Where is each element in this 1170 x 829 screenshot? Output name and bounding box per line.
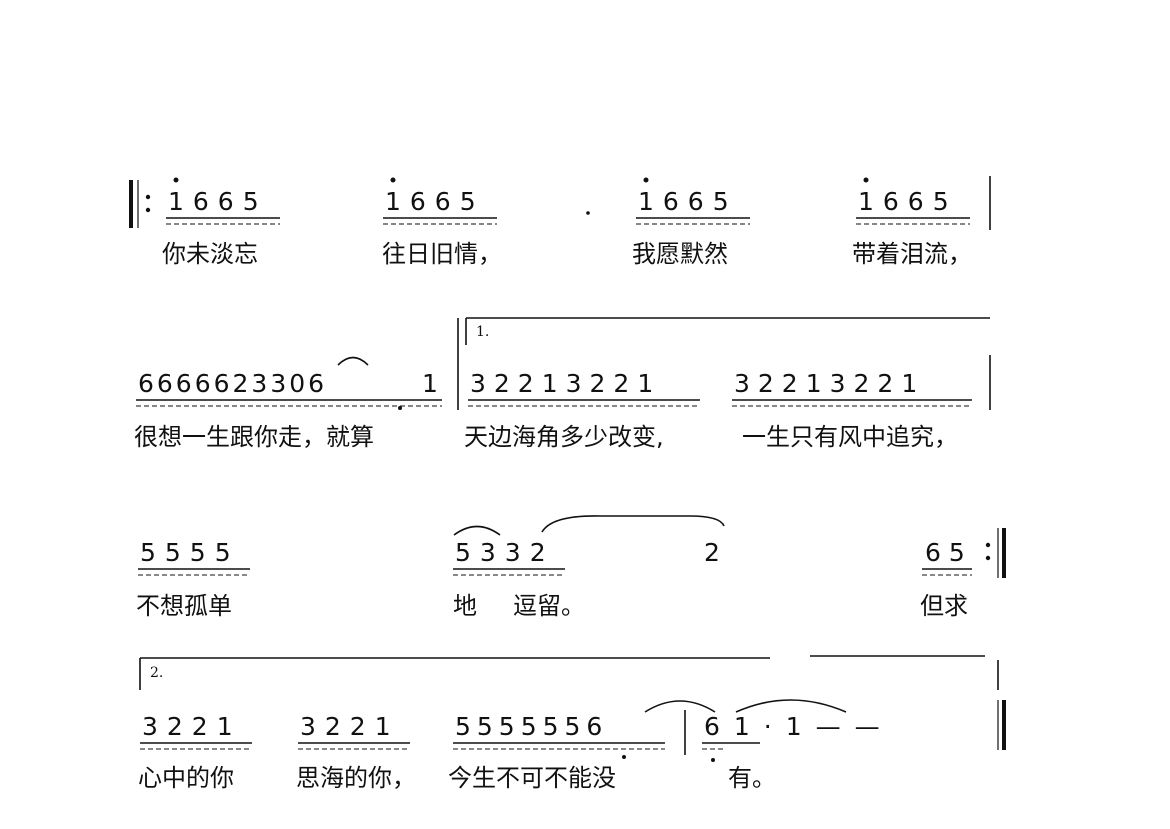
octave-dot-high: [863, 177, 869, 183]
octave-dot-low: [622, 755, 626, 759]
lyric-phrase: 天边海角多少改变,: [464, 423, 664, 451]
repeat-dot: [145, 207, 151, 213]
notes-measure-2: 1665: [385, 187, 485, 216]
octave-dot-high: [643, 177, 649, 183]
lyric-phrase: 但求: [920, 592, 968, 620]
lyric-phrase: 你未淡忘: [162, 240, 258, 268]
volta-number: 2.: [150, 665, 163, 681]
notes-pickup: 65: [925, 538, 973, 567]
lyric-phrase: 今生不可不能没: [448, 764, 616, 792]
lyric-phrase: 往日旧情，: [382, 240, 502, 268]
notes-measure-2: 3221: [300, 712, 400, 741]
stray-mark: [586, 211, 590, 215]
lyric-phrase: 心中的你: [138, 764, 234, 792]
tie-slur: [337, 356, 369, 366]
notes-measure-1: 1665: [168, 187, 268, 216]
score-line-2: 6666623306 1 1. 32213221 32213221 很想一生跟你…: [134, 317, 991, 451]
score-line-1: 1665 1665 1665 1665 你未淡忘 往日旧情， 我愿默然 带着泪流…: [129, 176, 991, 268]
notes-measure-1-end: 1: [422, 369, 438, 398]
notes-measure-1: 3221: [142, 712, 242, 741]
octave-dot-low: [398, 406, 402, 410]
repeat-dot: [985, 555, 991, 561]
notes-measure-4: 61·1——: [704, 712, 894, 741]
tie-slur: [644, 700, 716, 713]
lyric-phrase: 不想孤单: [136, 592, 232, 620]
lyric-phrase: 我愿默然: [632, 240, 728, 268]
slur: [453, 525, 501, 536]
repeat-dot: [985, 542, 991, 548]
notes-measure-3: 5555556: [455, 712, 608, 741]
notes-measure-4: 1665: [858, 187, 958, 216]
notes-measure-1: 5555: [140, 538, 240, 567]
lyric-phrase: 逗留。: [513, 592, 585, 620]
repeat-dot: [145, 194, 151, 200]
slur: [735, 699, 847, 713]
notes-measure-2: 32213221: [470, 369, 661, 398]
notes-measure-1: 6666623306: [138, 369, 327, 398]
octave-dot-low: [711, 758, 715, 762]
score-line-4: 2. 3221 3221 5555556 61·1—— 心中的你 思海的你， 今…: [138, 655, 1006, 792]
notes-measure-2: 5332: [455, 538, 555, 567]
volta-number: 1.: [476, 324, 489, 340]
lyric-phrase: 带着泪流，: [852, 240, 972, 268]
notes-measure-3: 1665: [638, 187, 738, 216]
tie-slur: [541, 515, 725, 533]
lyric-phrase: 有。: [728, 764, 776, 792]
notes-measure-2-held: 2: [704, 538, 720, 567]
lyric-phrase: 一生只有风中追究，: [742, 423, 958, 451]
score-line-3: 5555 5332 2 65 不想孤单 地 逗留。 但求: [136, 515, 1006, 620]
lyric-phrase: 思海的你，: [296, 764, 416, 792]
octave-dot-high: [173, 177, 179, 183]
octave-dot-high: [390, 177, 396, 183]
notes-measure-3: 32213221: [734, 369, 925, 398]
lyric-phrase: 很想一生跟你走，就算: [134, 423, 374, 451]
lyric-phrase: 地: [453, 592, 477, 620]
